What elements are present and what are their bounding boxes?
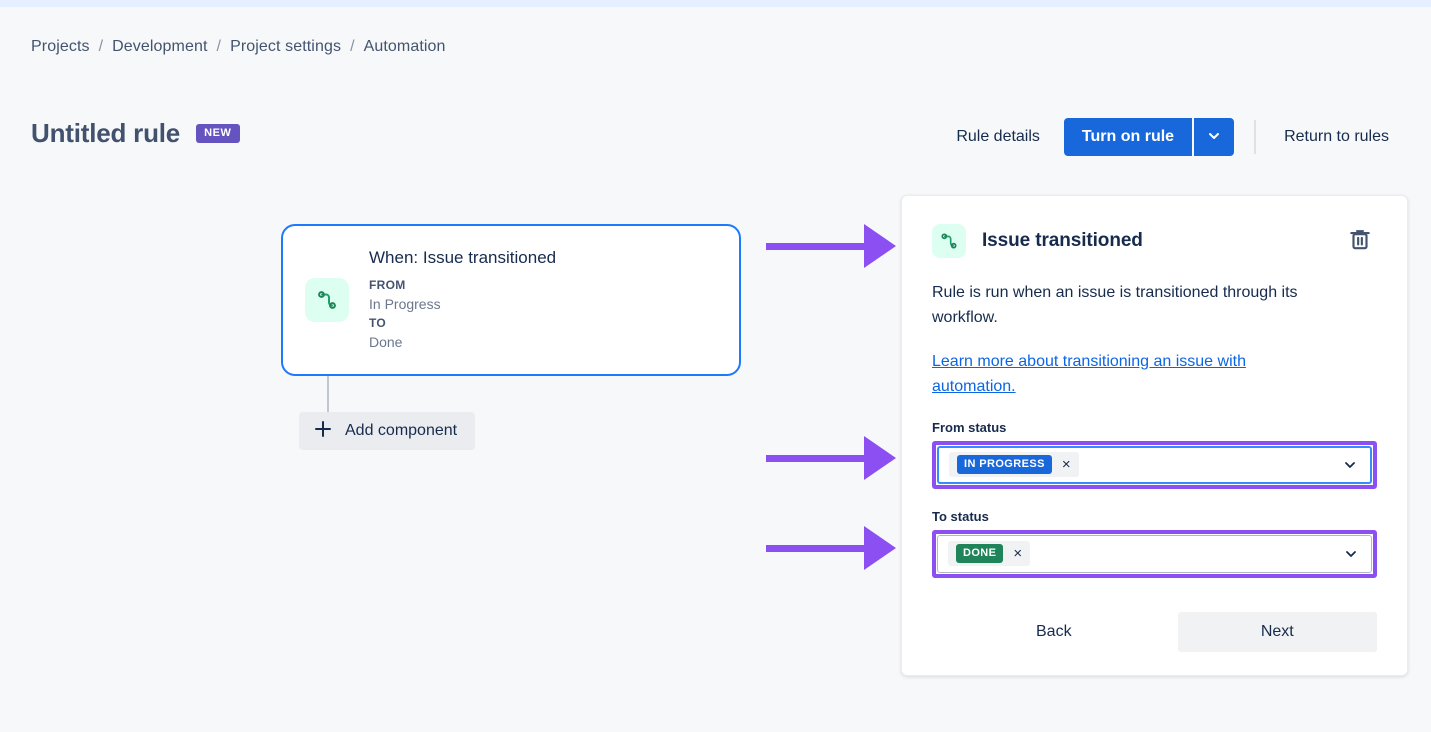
trash-icon [1347, 240, 1373, 255]
from-status-select[interactable]: IN PROGRESS × [937, 446, 1372, 484]
trigger-card-body: When: Issue transitioned FROM In Progres… [369, 248, 556, 353]
top-accent-strip [0, 0, 1431, 7]
from-status-label: From status [932, 420, 1377, 435]
breadcrumb-item-automation[interactable]: Automation [364, 38, 446, 56]
status-lozenge-done: DONE [956, 544, 1003, 563]
trigger-card-title: When: Issue transitioned [369, 248, 556, 268]
trigger-detail-panel: Issue transitioned Rule is run when an i… [901, 195, 1408, 676]
breadcrumb-separator: / [217, 38, 222, 56]
header-actions: Rule details Turn on rule Return to rule… [946, 118, 1399, 156]
plus-icon [313, 419, 333, 444]
next-button[interactable]: Next [1178, 612, 1377, 652]
to-status-highlight: DONE × [932, 530, 1377, 578]
chevron-down-icon [1207, 129, 1221, 146]
trigger-to-label: TO [369, 314, 556, 332]
status-lozenge-in-progress: IN PROGRESS [957, 455, 1052, 474]
turn-on-rule-split-button: Turn on rule [1064, 118, 1234, 156]
to-status-label: To status [932, 509, 1377, 524]
from-status-highlight: IN PROGRESS × [932, 441, 1377, 489]
trigger-card[interactable]: When: Issue transitioned FROM In Progres… [281, 224, 741, 376]
breadcrumb-item-projects[interactable]: Projects [31, 38, 90, 56]
annotation-arrow-to-to-status [766, 526, 896, 570]
annotation-arrow-to-panel-header [766, 224, 896, 268]
panel-footer: Back Next [932, 612, 1377, 652]
status-badge-new: NEW [196, 124, 239, 143]
chevron-down-icon[interactable] [1343, 546, 1359, 562]
annotation-arrow-to-from-status [766, 436, 896, 480]
chevron-down-icon[interactable] [1342, 457, 1358, 473]
add-component-button[interactable]: Add component [299, 412, 475, 450]
panel-header: Issue transitioned [932, 222, 1377, 259]
to-status-select[interactable]: DONE × [937, 535, 1372, 573]
page-title: Untitled rule [31, 118, 180, 149]
to-status-chip: DONE × [948, 541, 1030, 566]
back-button[interactable]: Back [1020, 615, 1088, 649]
trigger-from-value: In Progress [369, 294, 556, 314]
learn-more-link[interactable]: Learn more about transitioning an issue … [932, 349, 1332, 400]
breadcrumb: Projects / Development / Project setting… [31, 38, 446, 56]
header-divider [1254, 120, 1256, 154]
turn-on-rule-dropdown-button[interactable] [1192, 118, 1234, 156]
return-to-rules-button[interactable]: Return to rules [1274, 120, 1399, 154]
close-icon[interactable]: × [1011, 546, 1024, 561]
breadcrumb-item-project-settings[interactable]: Project settings [230, 38, 341, 56]
issue-transitioned-icon [305, 278, 349, 322]
breadcrumb-item-development[interactable]: Development [112, 38, 207, 56]
page-title-row: Untitled rule NEW [31, 118, 240, 149]
trigger-to-value: Done [369, 332, 556, 352]
panel-title: Issue transitioned [982, 230, 1143, 252]
panel-description: Rule is run when an issue is transitione… [932, 281, 1362, 331]
rule-details-button[interactable]: Rule details [946, 120, 1050, 154]
delete-trigger-button[interactable] [1343, 222, 1377, 259]
breadcrumb-separator: / [99, 38, 104, 56]
canvas-connector-line [327, 376, 329, 412]
close-icon[interactable]: × [1060, 457, 1073, 472]
add-component-label: Add component [345, 422, 457, 440]
issue-transitioned-icon [932, 224, 966, 258]
from-status-chip: IN PROGRESS × [949, 452, 1079, 477]
trigger-from-label: FROM [369, 276, 556, 294]
turn-on-rule-button[interactable]: Turn on rule [1064, 118, 1192, 156]
breadcrumb-separator: / [350, 38, 355, 56]
